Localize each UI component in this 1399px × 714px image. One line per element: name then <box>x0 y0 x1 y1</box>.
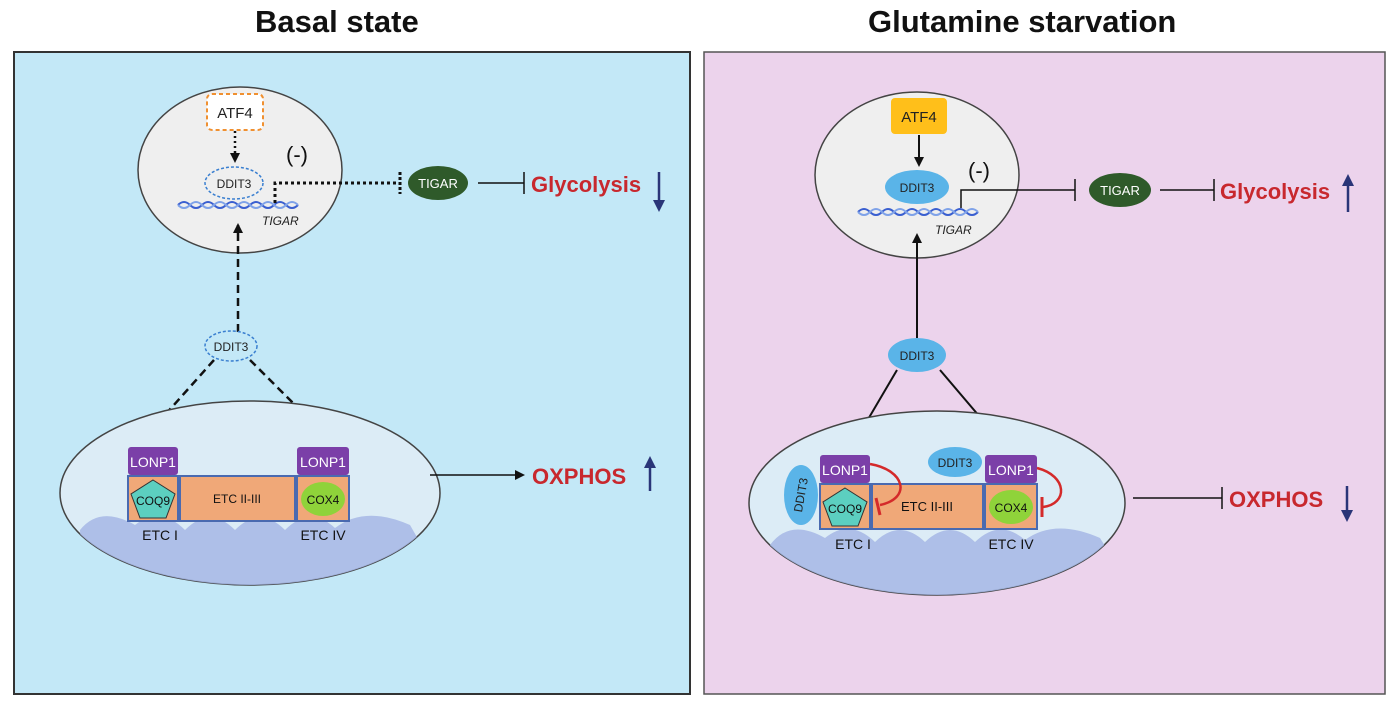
oxphos-down-arrowhead-starvation <box>1341 510 1353 522</box>
coq9-label-starvation: COQ9 <box>828 502 862 516</box>
dna-helix-basal <box>177 201 299 209</box>
ddit3-mito-top-label-starvation: DDIT3 <box>938 456 973 470</box>
lonp1-right-starvation <box>985 455 1037 483</box>
lonp1-left-label-starvation: LONP1 <box>822 462 868 478</box>
ddit3-mito-top-starvation <box>928 447 982 477</box>
lonp1-left-basal <box>128 447 178 475</box>
lonp1-right-basal <box>297 447 349 475</box>
glycolysis-up-arrowhead-starvation <box>1342 174 1354 186</box>
atf4-box-basal <box>206 93 264 131</box>
dna-helix-starvation <box>857 208 979 216</box>
etc-mid-box-basal <box>179 475 296 522</box>
etc-mid-label-basal: ETC II-III <box>213 492 261 506</box>
ddit3-to-lonp1-right-arrow-basal <box>249 359 326 436</box>
ddit3-cytoplasm-starvation <box>888 338 946 372</box>
ddit3-mito-side-label-starvation: DDIT3 <box>791 476 811 513</box>
starvation-panel-title: Glutamine starvation <box>868 4 1177 39</box>
basal-panel <box>13 51 691 695</box>
etc4-label-basal: ETC IV <box>300 527 346 543</box>
atf4-box-starvation <box>891 98 947 134</box>
ddit3-cytoplasm-label-starvation: DDIT3 <box>900 349 935 363</box>
coq9-label-basal: COQ9 <box>136 494 170 508</box>
lonp1-right-label-starvation: LONP1 <box>988 462 1034 478</box>
etc-mid-box-starvation <box>871 483 984 530</box>
tigar-protein-basal <box>408 166 468 200</box>
cox4-shape-starvation <box>989 490 1033 524</box>
etc-mid-label-starvation: ETC II-III <box>901 499 953 514</box>
coq9-shape-starvation <box>822 487 868 527</box>
ddit3-cytoplasm-basal <box>204 330 258 362</box>
etc4-label-starvation: ETC IV <box>988 536 1034 552</box>
ddit3-nucleus-label-basal: DDIT3 <box>217 177 252 191</box>
repression-label-starvation: (-) <box>968 158 990 183</box>
nucleus-basal <box>137 86 343 254</box>
tigar-gene-label-basal: TIGAR <box>262 214 299 228</box>
tigar-protein-label-starvation: TIGAR <box>1100 183 1140 198</box>
ddit3-nucleus-starvation <box>885 170 949 204</box>
glycolysis-label-basal: Glycolysis <box>531 172 641 197</box>
lonp1-inhibits-cox4-curve-starvation <box>1036 466 1063 509</box>
basal-panel-title: Basal state <box>255 4 419 39</box>
lonp1-left-label-basal: LONP1 <box>130 454 176 470</box>
starvation-panel <box>703 51 1386 695</box>
ddit3-nucleus-basal <box>204 166 264 200</box>
cox4-label-basal: COX4 <box>307 493 340 507</box>
oxphos-label-basal: OXPHOS <box>532 464 626 489</box>
ddit3-nucleus-label-starvation: DDIT3 <box>900 181 935 195</box>
lonp1-inhibits-coq9-bar-starvation <box>874 497 882 516</box>
atf4-label-basal: ATF4 <box>217 105 253 122</box>
tigar-protein-starvation <box>1089 173 1151 207</box>
repression-label-basal: (-) <box>286 142 308 167</box>
tigar-protein-label-basal: TIGAR <box>418 176 458 191</box>
cox4-label-starvation: COX4 <box>995 501 1028 515</box>
ddit3-cytoplasm-label-basal: DDIT3 <box>214 340 249 354</box>
oxphos-up-arrowhead-basal <box>644 456 656 468</box>
lonp1-inhibits-coq9-curve-starvation <box>869 462 902 507</box>
oxphos-label-starvation: OXPHOS <box>1229 487 1323 512</box>
etc1-label-starvation: ETC I <box>835 536 871 552</box>
ddit3-mito-side-starvation <box>784 465 818 525</box>
repression-line-basal <box>273 181 398 203</box>
lonp1-right-label-basal: LONP1 <box>300 454 346 470</box>
etc1-label-basal: ETC I <box>142 527 178 543</box>
tigar-gene-label-starvation: TIGAR <box>935 223 972 237</box>
atf4-label-starvation: ATF4 <box>901 109 937 126</box>
repression-line-starvation <box>960 189 1075 208</box>
glycolysis-down-arrowhead-basal <box>653 200 665 212</box>
cox4-shape-basal <box>301 482 345 516</box>
glycolysis-label-starvation: Glycolysis <box>1220 179 1330 204</box>
coq9-shape-basal <box>130 479 176 519</box>
lonp1-left-starvation <box>820 455 870 483</box>
